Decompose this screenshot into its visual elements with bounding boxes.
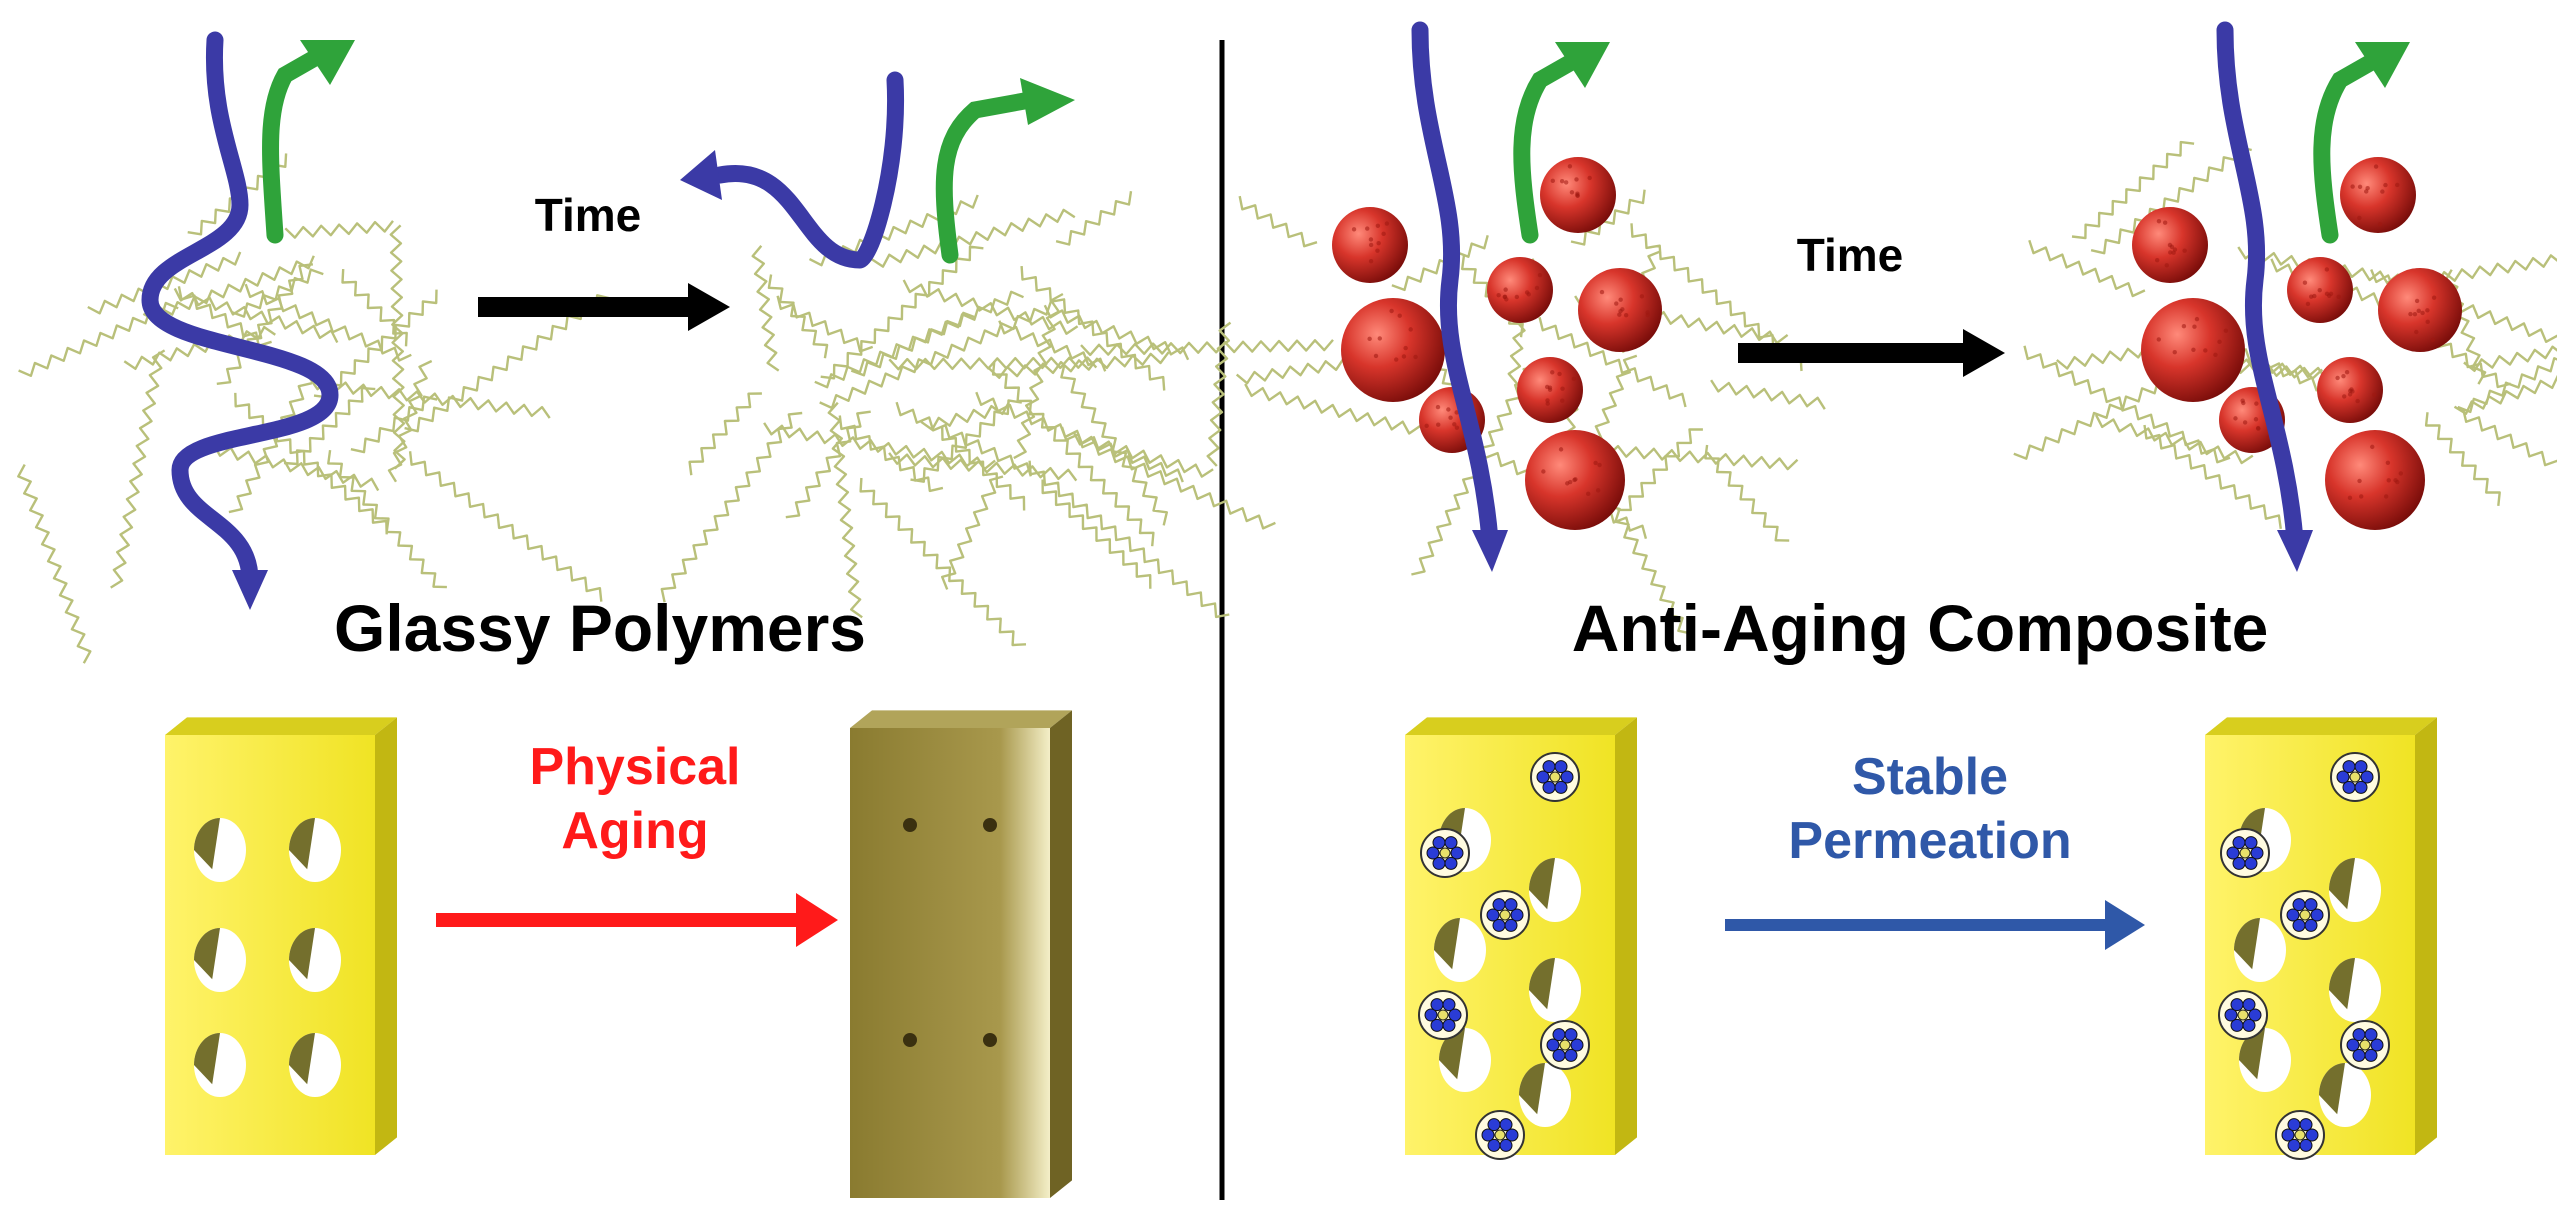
stable-permeation-arrow — [1725, 900, 2145, 950]
physical-aging-arrow — [436, 893, 838, 947]
physical-aging-label: Physical Aging — [470, 735, 800, 863]
time-label-left: Time — [534, 189, 642, 241]
stable-permeation-label: Stable Permeation — [1740, 745, 2120, 873]
anti-aging-composite-title: Anti-Aging Composite — [1571, 591, 2269, 665]
time-label-right: Time — [1796, 229, 1904, 281]
stable-permeation-line1: Stable — [1851, 748, 2009, 806]
physical-aging-line2: Aging — [561, 802, 709, 860]
gas-path-arrow-icon — [141, 21, 2410, 610]
stable-permeation-line2: Permeation — [1788, 812, 2072, 870]
physical-aging-line1: Physical — [529, 738, 741, 796]
nanoparticle-icon — [1332, 157, 2462, 530]
glassy-polymers-title: Glassy Polymers — [334, 591, 866, 665]
time-arrow — [478, 283, 2005, 377]
porous-membrane-icon — [165, 710, 2437, 1198]
